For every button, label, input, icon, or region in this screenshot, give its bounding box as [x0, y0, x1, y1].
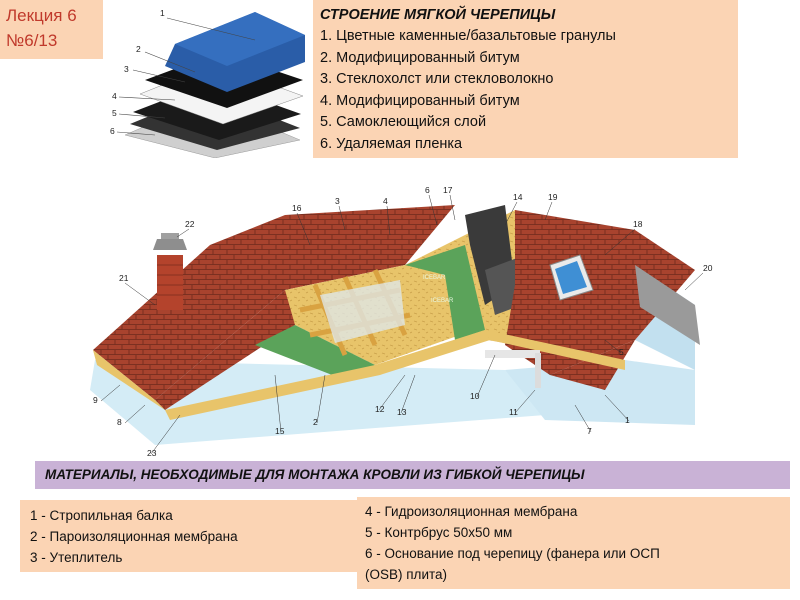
structure-item: 4. Модифицированный битум — [320, 92, 520, 109]
eave-board — [93, 350, 165, 410]
roof-construction-illustration: ICEBAR ICEBAR 16 3 4 6 17 14 19 18 22 21 — [90, 185, 713, 458]
roof-tiles-right — [505, 210, 695, 375]
structure-item: 3. Стеклохолст или стекловолокно — [320, 71, 554, 87]
material-item: 4 - Гидроизоляционная мембрана — [365, 504, 578, 519]
roof-label-2: 2 — [313, 417, 318, 427]
membrane-label: ICEBAR — [431, 298, 454, 304]
material-item: 6 - Основание под черепицу (фанера или О… — [365, 546, 660, 561]
roof-label-4: 4 — [383, 196, 388, 206]
roof-label-16: 16 — [292, 203, 302, 213]
roof-label-6: 6 — [425, 185, 430, 195]
structure-item: 1. Цветные каменные/базальтовые гранулы — [320, 28, 616, 44]
structure-item: 2. Модифицированный битум — [320, 49, 520, 66]
materials-banner: МАТЕРИАЛЫ, НЕОБХОДИМЫЕ ДЛЯ МОНТАЖА КРОВЛ… — [35, 461, 790, 489]
roof-label-10: 10 — [470, 391, 480, 401]
material-item: 2 - Пароизоляционная мембрана — [30, 529, 238, 544]
material-item: 1 - Стропильная балка — [30, 508, 173, 523]
roof-label-17: 17 — [443, 185, 453, 195]
structure-item: 5. Самоклеющийся слой — [320, 114, 487, 130]
structure-item: 6. Удаляемая пленка — [320, 135, 463, 152]
shingle-structure-panel: СТРОЕНИЕ МЯГКОЙ ЧЕРЕПИЦЫ 1. Цветные каме… — [313, 0, 738, 158]
roof-label-1: 1 — [625, 415, 630, 425]
chimney-cap — [153, 239, 187, 250]
roof-label-14: 14 — [513, 192, 523, 202]
gable-trim — [635, 265, 700, 345]
lecture-number: Лекция 6 — [6, 6, 77, 25]
shingle-label-3: 3 — [124, 64, 129, 74]
gutter — [485, 350, 540, 358]
structure-title: СТРОЕНИЕ МЯГКОЙ ЧЕРЕПИЦЫ — [320, 7, 556, 23]
material-item: 3 - Утеплитель — [30, 550, 123, 565]
chimney — [157, 255, 183, 310]
membrane-label: ICEBAR — [423, 275, 446, 281]
roof-label-13: 13 — [397, 407, 407, 417]
lecture-badge: Лекция 6 №6/13 — [0, 0, 103, 59]
shingle-label-1: 1 — [160, 8, 165, 18]
roof-label-22: 22 — [185, 219, 195, 229]
waterproofing-membrane — [405, 245, 485, 340]
materials-list-right: 4 - Гидроизоляционная мембрана 5 - Контр… — [357, 497, 790, 589]
shingle-label-2: 2 — [136, 44, 141, 54]
roof-label-21: 21 — [119, 273, 129, 283]
roof-label-19: 19 — [548, 192, 558, 202]
roof-tiles-front — [155, 290, 305, 410]
roof-label-15: 15 — [275, 426, 285, 436]
roof-label-8: 8 — [117, 417, 122, 427]
shingle-label-4: 4 — [112, 91, 117, 101]
material-item: 5 - Контрбрус 50х50 мм — [365, 525, 513, 540]
shingle-layers-illustration: 1 2 3 4 5 6 — [110, 8, 305, 158]
roof-label-3: 3 — [335, 196, 340, 206]
material-item: (OSB) плита) — [365, 567, 448, 582]
roof-label-18: 18 — [633, 219, 643, 229]
roof-label-5: 5 — [619, 347, 624, 357]
roof-label-11: 11 — [509, 407, 518, 417]
materials-list-left: 1 - Стропильная балка 2 - Пароизоляционн… — [20, 500, 360, 572]
wall-right — [505, 360, 695, 425]
roof-tiles-left — [93, 205, 455, 400]
roof-label-20: 20 — [703, 263, 713, 273]
roof-label-9: 9 — [93, 395, 98, 405]
shingle-label-5: 5 — [112, 108, 117, 118]
insulation — [320, 280, 405, 343]
shingle-label-6: 6 — [110, 126, 115, 136]
slide-number: №6/13 — [6, 31, 58, 50]
roof-callouts: 16 3 4 6 17 14 19 18 22 21 20 9 8 23 15 … — [93, 185, 713, 458]
roof-label-7: 7 — [587, 426, 592, 436]
